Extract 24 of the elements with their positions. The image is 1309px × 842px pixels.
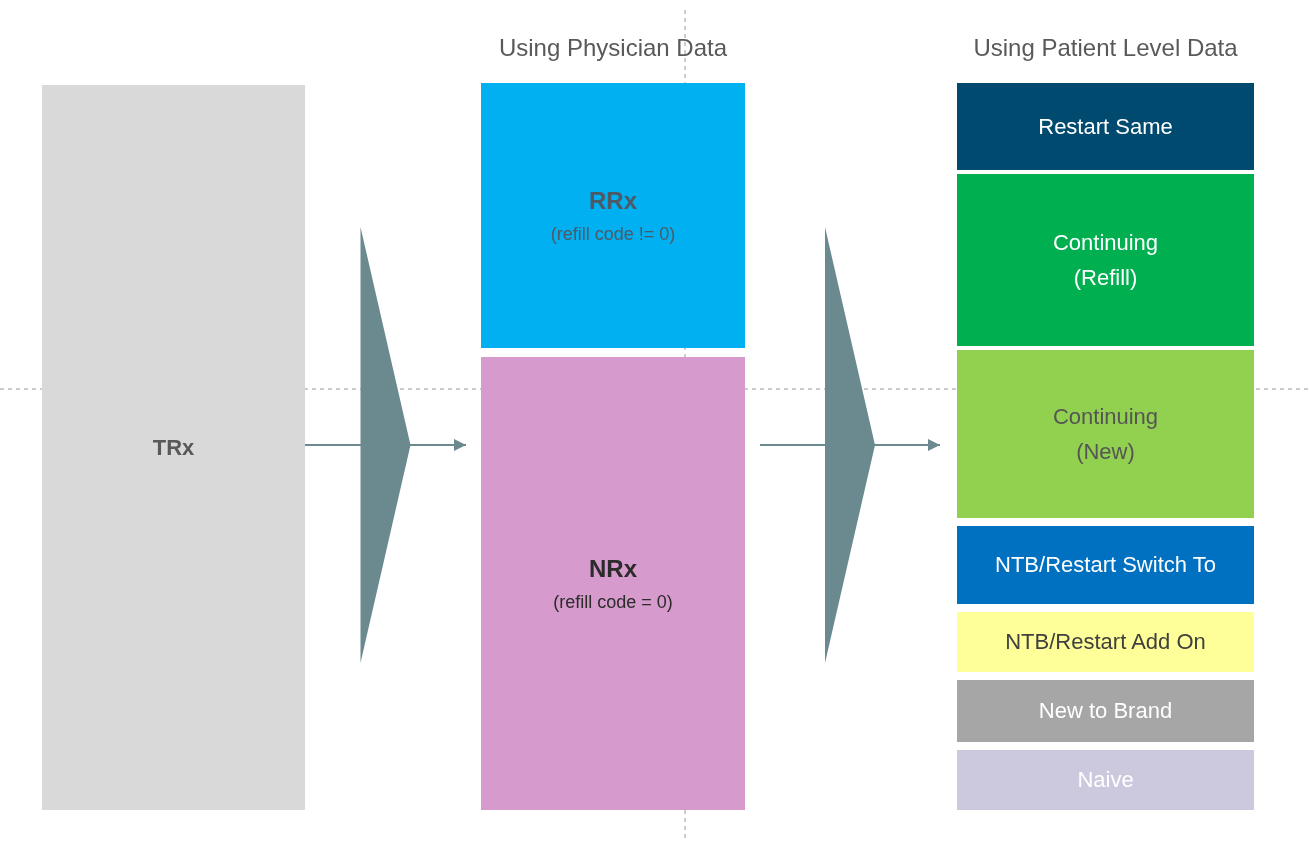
box-label: New to Brand (1038, 697, 1173, 726)
box-label: Continuing (New) (1051, 402, 1160, 466)
category-box (957, 350, 1254, 518)
category-box (957, 83, 1254, 170)
category-box (957, 612, 1254, 672)
process-box (481, 83, 745, 348)
category-box (957, 750, 1254, 810)
box-label: NTB/Restart Switch To (995, 551, 1216, 580)
process-box (481, 357, 745, 810)
column-heading: Using Patient Level Data (972, 34, 1239, 62)
box-label: TRx (152, 433, 195, 462)
box-subtitle: (refill code = 0) (553, 591, 673, 615)
box-label: Restart Same (1038, 112, 1173, 141)
column-heading: Using Physician Data (497, 34, 729, 62)
box-label: Continuing (Refill) (1051, 228, 1160, 292)
category-box (957, 174, 1254, 346)
box-title: NRx (589, 553, 637, 584)
chevron-arrow (759, 227, 941, 663)
category-box (957, 680, 1254, 742)
box-subtitle: (refill code != 0) (550, 223, 676, 247)
box-label: NTB/Restart Add On (1005, 628, 1206, 657)
tall-box (42, 85, 305, 810)
box-title: RRx (589, 185, 637, 216)
category-box (957, 526, 1254, 604)
